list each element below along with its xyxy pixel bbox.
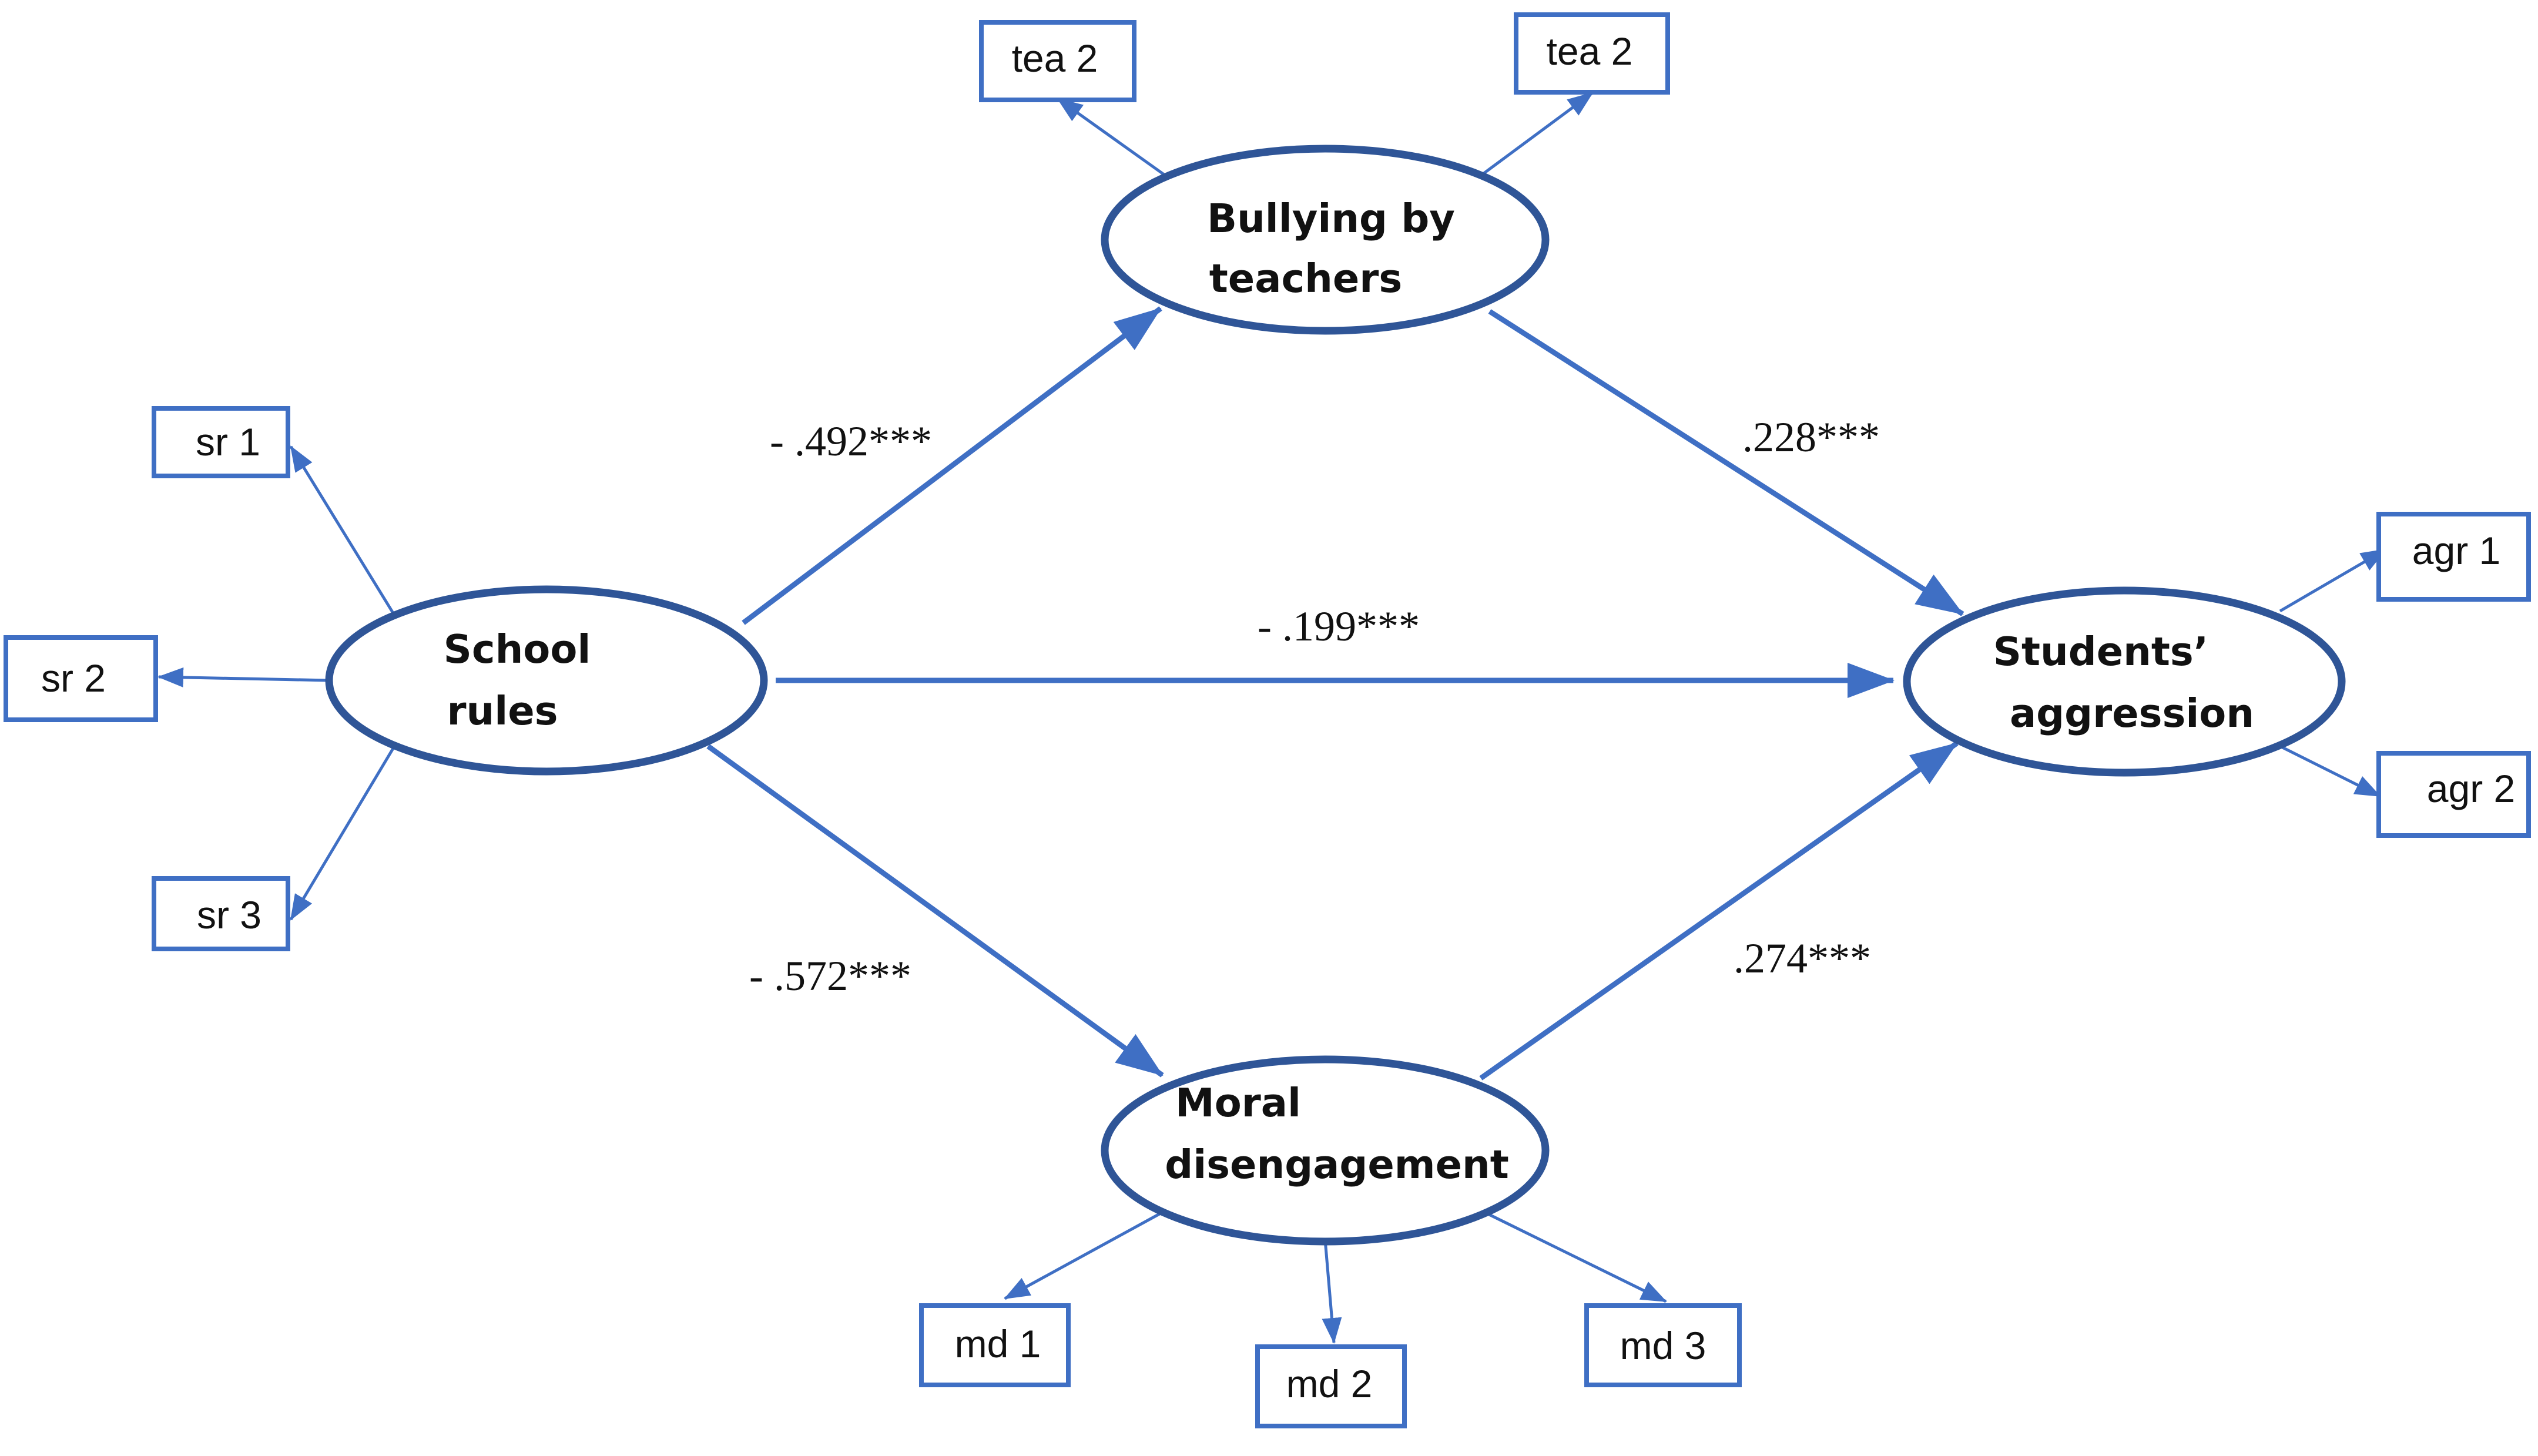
loading-sr2: [157, 667, 330, 687]
loading-tea-left: [1057, 97, 1168, 178]
moral-label-line1: Moral: [1175, 1080, 1301, 1126]
loading-tea-right: [1483, 91, 1594, 175]
coef-sr-to-aggression: - .199***: [1258, 603, 1420, 650]
bullying-label-line2: teachers: [1209, 256, 1402, 301]
loading-md1: [1004, 1212, 1162, 1300]
loading-sr1: [289, 445, 395, 615]
coef-bullying-to-aggression: .228***: [1742, 414, 1880, 461]
indicator-label-agr1: agr 1: [2412, 529, 2500, 572]
loading-md3: [1486, 1212, 1667, 1303]
latent-students-aggression: [1903, 586, 2346, 777]
indicator-box-md1: [919, 1303, 1071, 1387]
coef-sr-to-bullying: - .492***: [770, 418, 932, 465]
indicator-box-tea-right: [1514, 12, 1670, 95]
path-moral-to-aggression: [1479, 741, 1959, 1081]
indicator-box-tea-left: [979, 20, 1136, 102]
indicator-label-agr2: agr 2: [2427, 767, 2515, 810]
path-sr-to-moral: [706, 744, 1164, 1078]
indicator-box-agr1: [2376, 512, 2531, 602]
indicator-label-sr1: sr 1: [196, 420, 260, 464]
indicator-label-tea-right: tea 2: [1547, 29, 1633, 73]
indicator-box-md2: [1255, 1344, 1407, 1428]
indicator-label-tea-left: tea 2: [1012, 36, 1098, 80]
indicator-box-sr3: [152, 876, 290, 951]
loading-agr2: [2279, 744, 2381, 798]
latent-moral-disengagement: [1101, 1055, 1550, 1246]
coef-moral-to-aggression: .274***: [1734, 935, 1871, 982]
indicator-box-md3: [1584, 1303, 1742, 1387]
indicator-label-md3: md 3: [1620, 1324, 1706, 1367]
bullying-label-line1: Bullying by: [1207, 196, 1455, 241]
coef-sr-to-moral: - .572***: [749, 952, 911, 999]
indicator-box-sr2: [4, 635, 158, 722]
indicator-label-md2: md 2: [1286, 1362, 1373, 1405]
school-rules-label-line1: School: [444, 626, 591, 672]
loading-agr1: [2279, 548, 2387, 613]
school-rules-label-line2: rules: [447, 688, 558, 734]
indicator-label-sr2: sr 2: [41, 656, 106, 700]
latent-bullying-by-teachers: [1101, 145, 1550, 335]
path-sr-to-bullying: [742, 306, 1162, 625]
latent-school-rules: [325, 585, 768, 776]
moral-label-line2: disengagement: [1165, 1142, 1509, 1187]
indicator-box-sr1: [152, 406, 290, 478]
indicator-label-md1: md 1: [955, 1322, 1041, 1366]
aggression-label-line2: aggression: [2010, 690, 2254, 736]
aggression-label-line1: Students’: [1993, 629, 2208, 675]
loading-sr3: [289, 746, 395, 921]
path-bullying-to-aggression: [1488, 309, 1964, 616]
loading-md2: [1322, 1239, 1342, 1344]
indicator-label-sr3: sr 3: [197, 893, 261, 937]
indicator-box-agr2: [2376, 751, 2531, 838]
